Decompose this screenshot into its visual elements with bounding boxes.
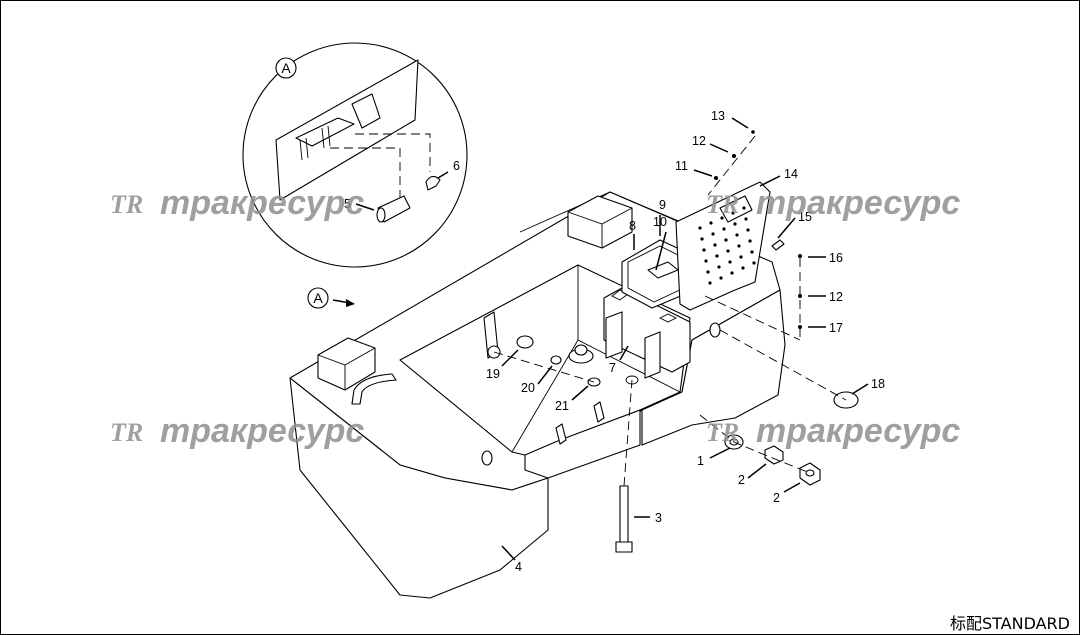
callout-15: 15 xyxy=(798,210,812,224)
plate-hole xyxy=(700,237,704,241)
bolt-3 xyxy=(615,485,633,553)
callout-1: 1 xyxy=(697,454,704,468)
standard-caption: 标配STANDARD xyxy=(949,614,1070,633)
svg-text:тракресурс: тракресурс xyxy=(160,412,364,450)
plate-hole xyxy=(715,254,719,258)
plate-hole xyxy=(726,249,730,253)
front-block xyxy=(317,337,376,391)
svg-text:TR: TR xyxy=(110,418,143,447)
watermark-bottom-right: TR тракресурс xyxy=(706,412,960,450)
plate-hole xyxy=(717,265,721,269)
callout-10: 10 xyxy=(653,215,667,229)
plate-hole xyxy=(713,243,717,247)
plate-hole xyxy=(704,259,708,263)
callout-12b: 12 xyxy=(829,290,843,304)
detail-clip-6 xyxy=(425,175,441,191)
fastener-dots xyxy=(714,130,802,329)
detail-marker-a: A xyxy=(275,57,297,79)
svg-text:TR: TR xyxy=(110,190,143,219)
floor-tab-left xyxy=(555,423,567,445)
callout-19: 19 xyxy=(486,367,500,381)
watermark-bottom-left: TR тракресурс xyxy=(110,412,364,450)
plate-hole xyxy=(722,227,726,231)
plate-hole xyxy=(702,248,706,252)
callout-labels: 1 2 2 3 4 5 6 7 8 9 10 11 12 12 13 14 15… xyxy=(344,109,885,574)
plate-hole xyxy=(741,266,745,270)
detail-pin-5 xyxy=(376,195,411,223)
hinge-pin-15 xyxy=(771,239,785,251)
svg-text:A: A xyxy=(313,290,323,306)
plate-hole xyxy=(748,239,752,243)
nut-2b xyxy=(799,462,821,486)
nut-20 xyxy=(550,355,562,365)
callout-3: 3 xyxy=(655,511,662,525)
callout-9: 9 xyxy=(659,198,666,212)
svg-text:тракресурс: тракресурс xyxy=(756,184,960,222)
plate-hole xyxy=(709,221,713,225)
callout-16: 16 xyxy=(829,251,843,265)
floor-tab-right xyxy=(593,401,605,423)
plate-hole xyxy=(735,233,739,237)
plate-hole xyxy=(708,281,712,285)
callout-8: 8 xyxy=(629,219,636,233)
plate-hole xyxy=(739,255,743,259)
callout-14: 14 xyxy=(784,167,798,181)
plate-holes xyxy=(698,206,756,285)
callout-12a: 12 xyxy=(692,134,706,148)
callout-18: 18 xyxy=(871,377,885,391)
callout-21: 21 xyxy=(555,399,569,413)
plate-hole xyxy=(737,244,741,248)
callout-11: 11 xyxy=(675,159,688,173)
assembly-line-bolt xyxy=(623,379,633,487)
nut-2a xyxy=(764,445,784,465)
callout-6: 6 xyxy=(453,159,460,173)
assembly-line-main xyxy=(699,414,811,474)
plate-hole xyxy=(724,238,728,242)
assembly-line-hinge xyxy=(707,135,756,196)
callout-17: 17 xyxy=(829,321,843,335)
body-hole-left xyxy=(481,450,493,466)
washer-19 xyxy=(516,335,534,349)
plate-hole xyxy=(733,222,737,226)
svg-text:A: A xyxy=(281,60,291,76)
svg-text:тракресурс: тракресурс xyxy=(756,412,960,450)
watermark-top-left: TR тракресурс xyxy=(110,184,364,222)
assembly-line-pin xyxy=(704,295,801,341)
svg-text:TR: TR xyxy=(706,190,739,219)
plate-hole xyxy=(742,206,746,210)
plate-hole xyxy=(731,211,735,215)
hold-down-bracket xyxy=(603,287,691,379)
plate-hole xyxy=(698,226,702,230)
callout-2b: 2 xyxy=(773,491,780,505)
callout-13: 13 xyxy=(711,109,725,123)
stud-cap xyxy=(568,344,594,364)
callout-5: 5 xyxy=(344,197,351,211)
lift-handle xyxy=(351,373,397,405)
callout-2a: 2 xyxy=(738,473,745,487)
svg-text:тракресурс: тракресурс xyxy=(160,184,364,222)
plate-hole xyxy=(728,260,732,264)
leader-lines xyxy=(355,117,869,561)
callout-4: 4 xyxy=(515,560,522,574)
assembly-line-plug xyxy=(719,329,847,401)
plate-hole xyxy=(746,228,750,232)
plate-hole xyxy=(706,270,710,274)
plate-hole xyxy=(750,250,754,254)
callout-7: 7 xyxy=(609,361,616,375)
plate-hole xyxy=(719,276,723,280)
plate-hole xyxy=(711,232,715,236)
callout-20: 20 xyxy=(521,381,535,395)
body-hole-right xyxy=(709,322,721,338)
detail-view-a xyxy=(242,42,468,268)
watermark-top-right: TR тракресурс xyxy=(706,184,960,222)
plate-hole xyxy=(720,216,724,220)
rear-block xyxy=(567,195,633,249)
cover-plate-assembly xyxy=(621,181,771,311)
view-marker-a: A xyxy=(307,287,355,309)
plate-hole xyxy=(752,261,756,265)
svg-text:TR: TR xyxy=(706,418,739,447)
plate-hole xyxy=(730,271,734,275)
plate-hole xyxy=(744,217,748,221)
